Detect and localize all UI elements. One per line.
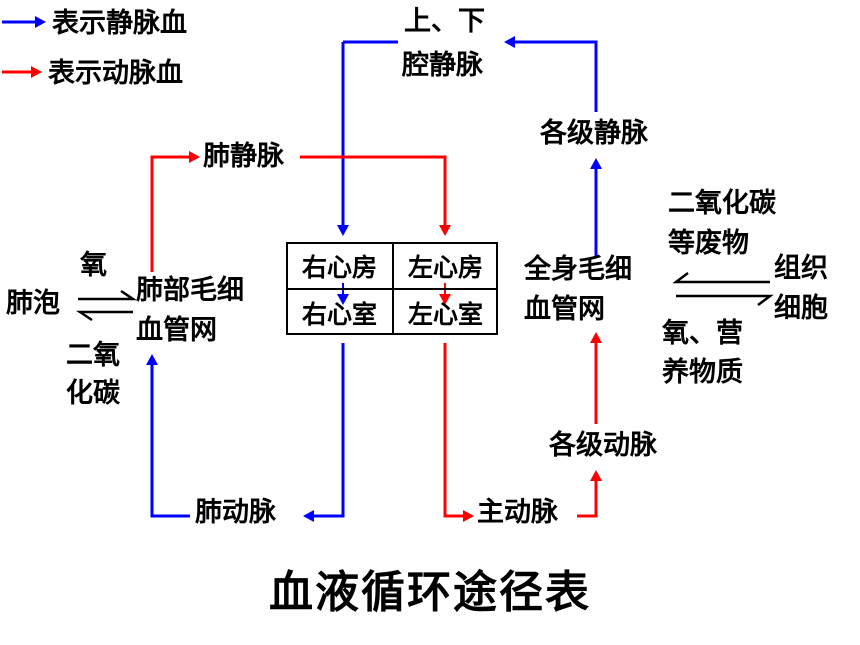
legend-arterial-label: 表示动脉血 <box>48 58 183 89</box>
heart-divider-horizontal <box>287 288 497 290</box>
tissue-cells-line1: 组织 <box>774 253 828 284</box>
aorta-arrowhead <box>463 510 474 522</box>
o2-nutrients-line1: 氧、营 <box>662 318 743 349</box>
veins-to-vena-cava-line <box>512 40 598 112</box>
pulmonary-vein-to-left-atrium-line <box>300 155 447 226</box>
body-capillaries-arrowhead <box>590 332 602 343</box>
lung-capillaries-arrowhead <box>146 354 158 365</box>
right-atrium: 右心房 <box>301 252 377 282</box>
co2-exchange-arrow <box>75 310 133 322</box>
vena-cava-arrowhead <box>504 36 515 48</box>
right-ventricle: 右心室 <box>301 299 377 329</box>
veins-arrowhead <box>590 158 602 169</box>
alveoli-label: 肺泡 <box>6 288 60 319</box>
pulmonary-vein-arrowhead <box>189 151 200 163</box>
right-ventricle-to-pulmonary-artery-line <box>312 343 345 518</box>
oxygen-exchange-arrow <box>78 289 138 301</box>
vena-cava-label-line1: 上、下 <box>404 6 485 37</box>
co2-label-line1: 二氧 <box>66 340 120 371</box>
lung-capillaries-line1: 肺部毛细 <box>136 275 244 306</box>
pulmonary-artery-arrowhead <box>303 510 314 522</box>
legend-venous-label: 表示静脉血 <box>52 8 187 39</box>
veins-label: 各级静脉 <box>540 118 648 149</box>
left-atrium: 左心房 <box>407 252 483 282</box>
page-title: 血液循环途径表 <box>269 567 591 618</box>
legend-arterial-arrowhead <box>31 66 42 78</box>
arteries-arrowhead <box>590 470 602 481</box>
o2-nutrients-line2: 养物质 <box>662 357 743 388</box>
right-av-arrowhead <box>337 294 349 305</box>
lung-capillaries-line2: 血管网 <box>136 315 217 346</box>
tissue-cells-line2: 细胞 <box>774 293 828 324</box>
legend-venous-arrowhead <box>35 16 46 28</box>
co2-waste-line1: 二氧化碳 <box>668 188 776 219</box>
left-ventricle-to-aorta-line <box>443 343 464 518</box>
o2-nutrients-exchange-arrow <box>676 294 774 306</box>
right-atrium-arrowhead <box>337 225 349 236</box>
lung-to-pulmonary-vein-line <box>150 155 190 272</box>
pulmonary-artery-label: 肺动脉 <box>195 497 276 528</box>
co2-waste-exchange-arrow <box>672 272 770 284</box>
body-capillaries-line1: 全身毛细 <box>524 254 632 285</box>
aorta-to-arteries-line <box>577 480 598 518</box>
aorta-label: 主动脉 <box>477 497 558 528</box>
left-atrium-arrowhead <box>439 225 451 236</box>
oxygen-label: 氧 <box>80 250 107 281</box>
pulmonary-artery-to-lung-line <box>150 364 190 518</box>
left-ventricle: 左心室 <box>407 299 483 329</box>
co2-waste-line2: 等废物 <box>668 228 749 259</box>
body-capillaries-line2: 血管网 <box>524 294 605 325</box>
left-av-arrowhead <box>439 294 451 305</box>
vena-cava-label-line2: 腔静脉 <box>402 50 483 81</box>
co2-label-line2: 化碳 <box>66 378 120 409</box>
arteries-label: 各级动脉 <box>549 430 657 461</box>
pulmonary-vein-label: 肺静脉 <box>203 141 284 172</box>
